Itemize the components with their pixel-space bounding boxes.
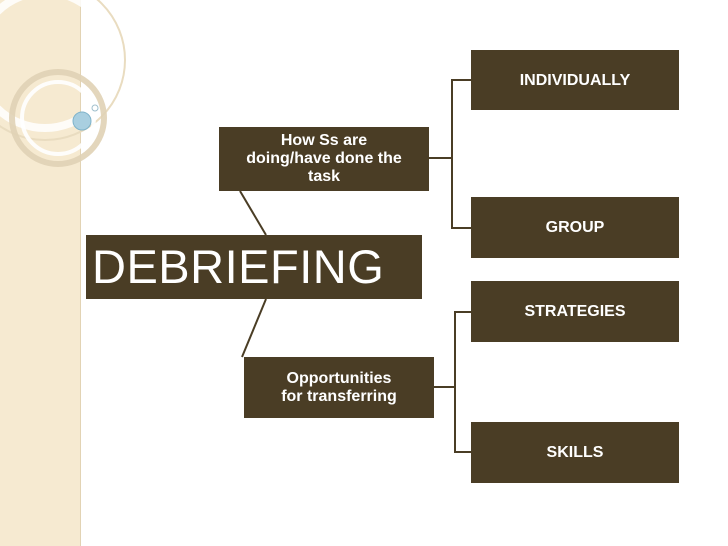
leaf-node-individually: INDIVIDUALLY [471,50,679,110]
branch-node-how-ss: How Ss are doing/have done the task [219,127,429,191]
branch-node-opportunities: Opportunities for transferring [244,357,434,418]
root-node-debriefing: DEBRIEFING [86,235,422,299]
leaf-node-group: GROUP [471,197,679,258]
leaf-node-skills: SKILLS [471,422,679,483]
leaf-node-strategies: STRATEGIES [471,281,679,342]
